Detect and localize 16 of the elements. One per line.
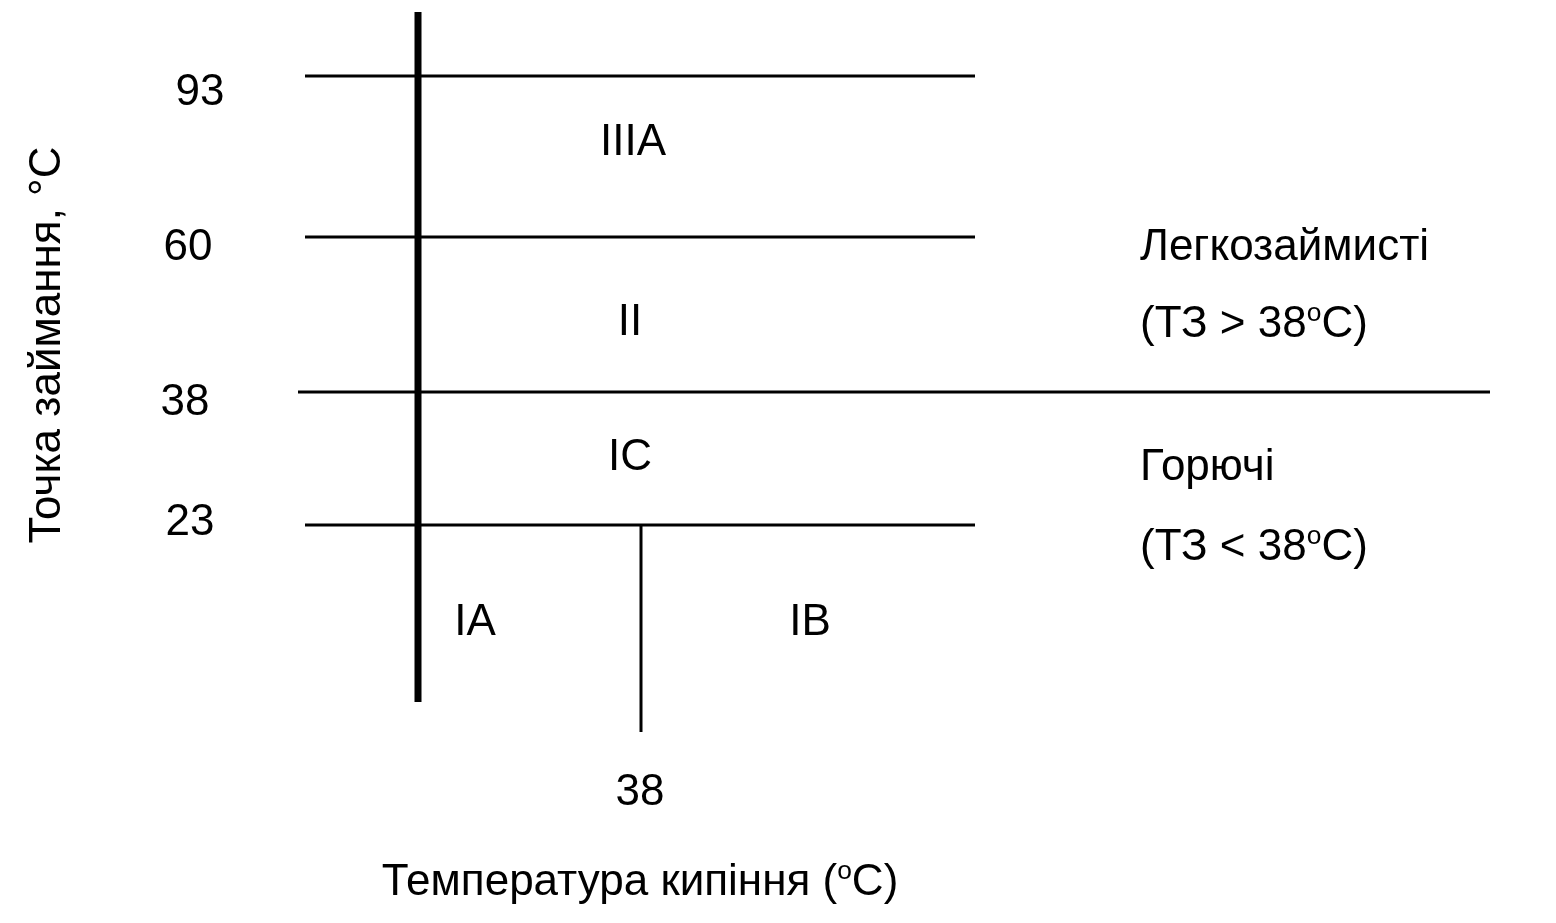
group-label: (ТЗ < 38$^{o}$C) — [1140, 520, 1368, 570]
group-label: Легкозаймисті — [1140, 220, 1430, 270]
tick-label: 38 — [615, 765, 665, 815]
class-label: IA — [454, 595, 496, 645]
axis-title: Точка займання, °C — [20, 146, 70, 544]
tick-label: 93 — [175, 65, 225, 115]
tick-label: 38 — [160, 375, 210, 425]
class-label: IC — [608, 430, 652, 480]
class-label: II — [617, 295, 643, 345]
tick-label: 23 — [165, 495, 215, 545]
tick-label: 60 — [163, 220, 213, 270]
group-label: (ТЗ > 38$^{o}$C) — [1140, 297, 1368, 347]
class-label: IIIA — [600, 115, 666, 165]
axis-title: Температура кипіння ($^{o}$C) — [381, 855, 899, 905]
class-label: IB — [789, 595, 831, 645]
group-label: Горючі — [1140, 440, 1275, 490]
